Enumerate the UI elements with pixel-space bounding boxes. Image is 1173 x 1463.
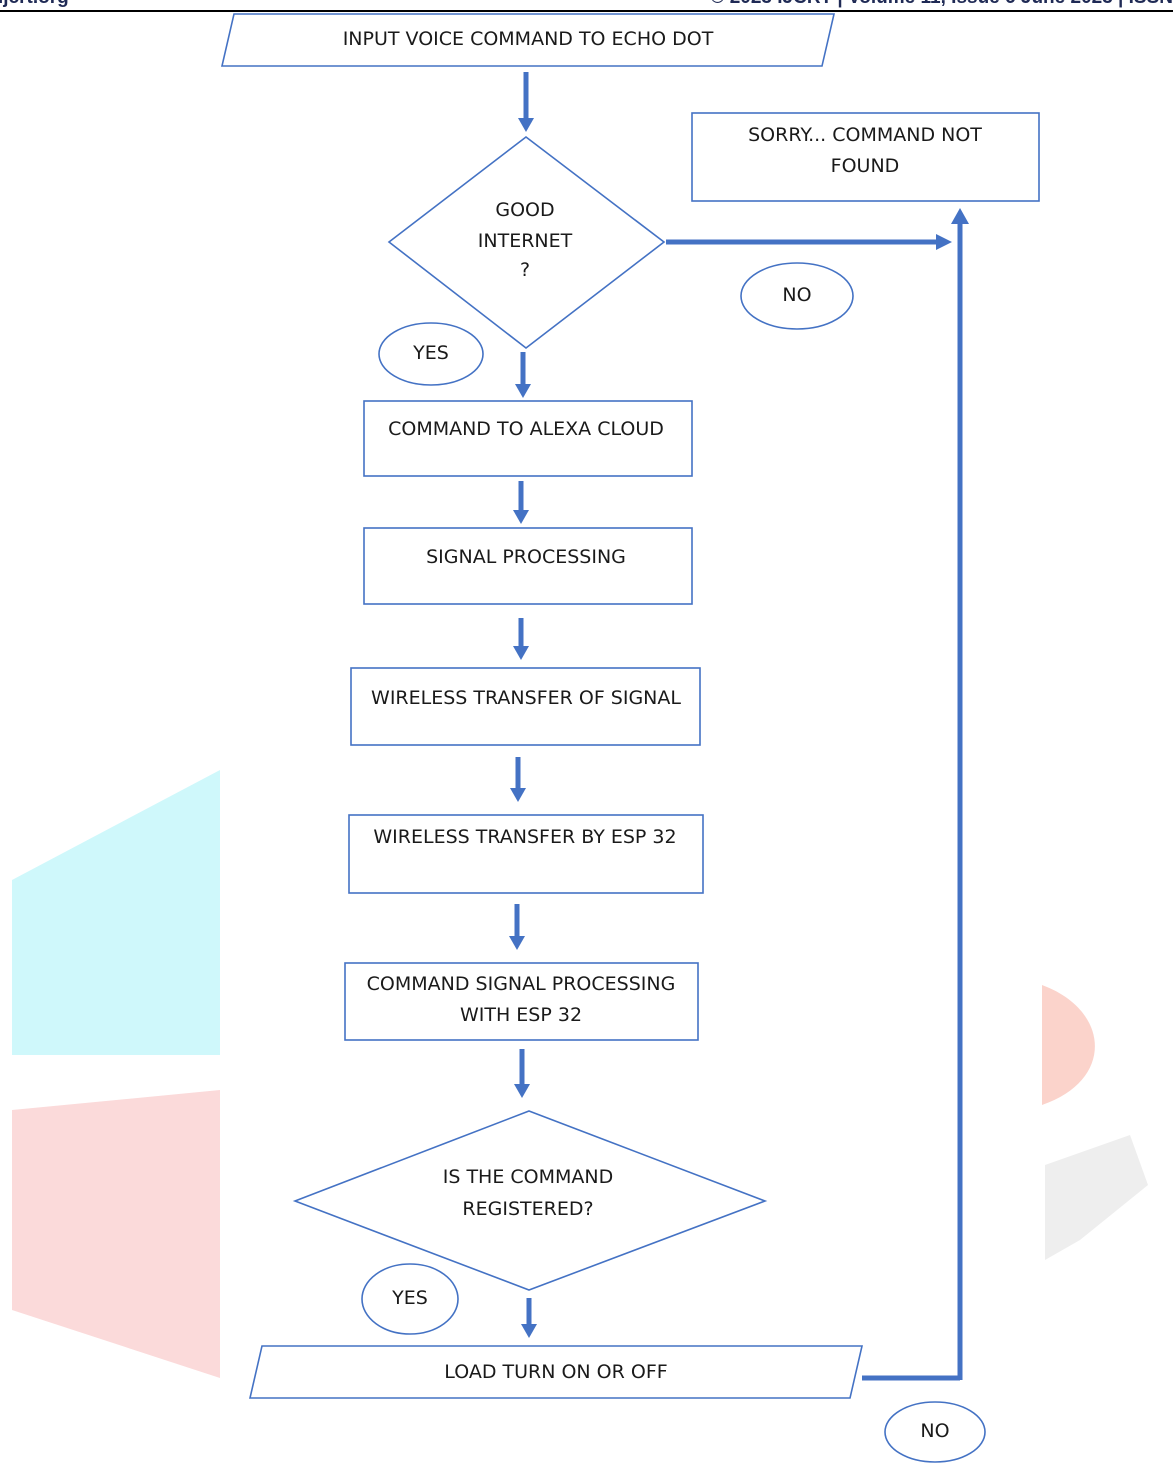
esp-signal-processing-box: COMMAND SIGNAL PROCESSING WITH ESP 32 <box>344 962 699 1041</box>
decision-internet-line-2: INTERNET <box>478 230 573 252</box>
no-label-2: NO <box>920 1420 949 1442</box>
connector-input-to-decision <box>518 72 534 132</box>
decision-registered-line-1: IS THE COMMAND <box>443 1166 614 1188</box>
connector-internet-no <box>666 234 952 250</box>
yes-label-2: YES <box>391 1287 428 1309</box>
wireless-transfer-esp-label: WIRELESS TRANSFER BY ESP 32 <box>373 826 676 848</box>
connector-processing-to-decision <box>514 1049 530 1098</box>
no-badge-internet: NO <box>740 262 854 330</box>
wireless-transfer-signal-label: WIRELESS TRANSFER OF SIGNAL <box>371 687 681 709</box>
connector-alexa-to-processing <box>513 481 529 524</box>
wireless-transfer-esp-box: WIRELESS TRANSFER BY ESP 32 <box>348 814 704 894</box>
connector-yes-to-alexa <box>515 352 531 398</box>
no-badge-registered: NO <box>884 1401 986 1463</box>
load-turn-on-off-label: LOAD TURN ON OR OFF <box>444 1361 667 1383</box>
connector-yes-to-load <box>521 1298 537 1338</box>
header-citation: © 2023 IJCRT | Volume 11, Issue 6 June 2… <box>710 0 1173 8</box>
alexa-cloud-label: COMMAND TO ALEXA CLOUD <box>388 418 664 440</box>
esp-processing-line-2: WITH ESP 32 <box>460 1004 582 1026</box>
signal-processing-label: SIGNAL PROCESSING <box>426 546 626 568</box>
watermark-logo <box>12 770 1148 1378</box>
wireless-transfer-signal-box: WIRELESS TRANSFER OF SIGNAL <box>350 667 701 746</box>
connector-processing-to-wireless <box>513 618 529 660</box>
esp-processing-line-1: COMMAND SIGNAL PROCESSING <box>367 973 676 995</box>
decision-good-internet: GOOD INTERNET ? <box>387 135 666 350</box>
yes-badge-registered: YES <box>361 1263 459 1335</box>
no-label-1: NO <box>782 284 811 306</box>
yes-label-1: YES <box>412 342 449 364</box>
signal-processing-box: SIGNAL PROCESSING <box>363 527 693 605</box>
decision-command-registered: IS THE COMMAND REGISTERED? <box>292 1110 768 1291</box>
alexa-cloud-box: COMMAND TO ALEXA CLOUD <box>363 400 693 477</box>
connector-esp-to-processing <box>509 904 525 950</box>
page-header: ijcrt.org © 2023 IJCRT | Volume 11, Issu… <box>0 0 1173 12</box>
input-voice-command-shape: INPUT VOICE COMMAND TO ECHO DOT <box>220 13 836 67</box>
header-site: ijcrt.org <box>0 0 69 8</box>
command-not-found-box: SORRY... COMMAND NOT FOUND <box>691 112 1040 202</box>
yes-badge-internet: YES <box>378 322 484 386</box>
not-found-line-1: SORRY... COMMAND NOT <box>748 124 982 146</box>
decision-registered-line-2: REGISTERED? <box>462 1198 593 1220</box>
connector-wireless-to-esp <box>510 757 526 802</box>
input-voice-command-label: INPUT VOICE COMMAND TO ECHO DOT <box>343 28 714 50</box>
not-found-line-2: FOUND <box>831 155 900 177</box>
decision-internet-line-1: GOOD <box>495 199 554 221</box>
decision-internet-line-3: ? <box>520 259 530 281</box>
load-turn-on-off-shape: LOAD TURN ON OR OFF <box>248 1345 864 1399</box>
connector-registered-no <box>862 208 969 1381</box>
